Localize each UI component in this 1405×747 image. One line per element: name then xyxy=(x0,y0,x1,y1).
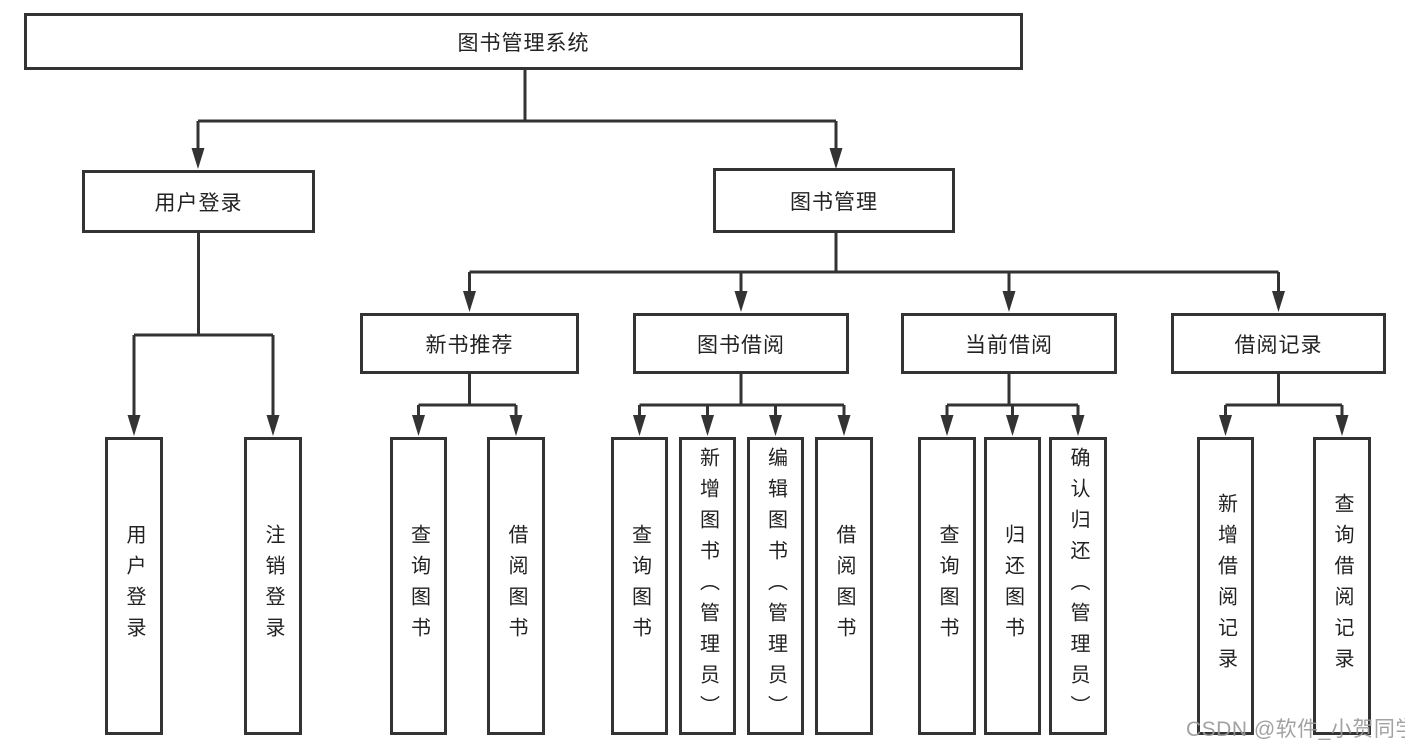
node-user-login-label: 用户登录 xyxy=(154,191,243,215)
node-book-borrow-label: 图书借阅 xyxy=(697,333,785,357)
node-borrow-records-label: 借阅记录 xyxy=(1234,333,1323,357)
leaf-borrow-query-book-label: 查询图书 xyxy=(628,524,651,648)
node-new-book-recommend-label: 新书推荐 xyxy=(425,333,514,357)
csdn-watermark: CSDN @软件_小贺同学 xyxy=(1186,718,1405,741)
node-root-library-management-system: 图书管理系统 xyxy=(24,13,1023,70)
node-book-borrow: 图书借阅 xyxy=(633,313,849,374)
leaf-current-confirm-return-admin: 确认归还（管理员） xyxy=(1049,437,1107,735)
leaf-current-query-book: 查询图书 xyxy=(918,437,976,735)
leaf-user-login: 用户登录 xyxy=(105,437,163,735)
node-current-borrow-label: 当前借阅 xyxy=(965,333,1053,357)
leaf-recommend-borrow-book: 借阅图书 xyxy=(487,437,545,735)
leaf-borrow-add-book-admin: 新增图书（管理员） xyxy=(679,437,736,735)
leaf-logout: 注销登录 xyxy=(244,437,302,735)
leaf-records-add-borrow-record: 新增借阅记录 xyxy=(1197,437,1254,735)
node-root-label: 图书管理系统 xyxy=(457,31,590,55)
leaf-borrow-edit-book-admin-label: 编辑图书（管理员） xyxy=(764,446,787,726)
leaf-recommend-query-book: 查询图书 xyxy=(390,437,447,735)
leaf-current-return-book-label: 归还图书 xyxy=(1001,524,1024,648)
leaf-recommend-borrow-book-label: 借阅图书 xyxy=(505,524,527,648)
leaf-borrow-borrow-book-label: 借阅图书 xyxy=(833,524,855,648)
leaf-current-query-book-label: 查询图书 xyxy=(936,524,958,648)
node-book-management-label: 图书管理 xyxy=(790,190,878,214)
leaf-user-login-label: 用户登录 xyxy=(123,524,145,648)
leaf-borrow-borrow-book: 借阅图书 xyxy=(815,437,873,735)
leaf-borrow-query-book: 查询图书 xyxy=(611,437,668,735)
arrowhead-icons xyxy=(127,148,1349,436)
leaf-logout-label: 注销登录 xyxy=(262,524,284,648)
node-user-login: 用户登录 xyxy=(82,170,315,233)
leaf-current-confirm-return-admin-label: 确认归还（管理员） xyxy=(1067,446,1089,726)
node-book-management: 图书管理 xyxy=(713,168,955,233)
leaf-records-query-borrow-record: 查询借阅记录 xyxy=(1313,437,1371,735)
node-current-borrow: 当前借阅 xyxy=(901,313,1117,374)
leaf-records-query-borrow-record-label: 查询借阅记录 xyxy=(1331,493,1353,679)
node-borrow-records: 借阅记录 xyxy=(1171,313,1386,374)
leaf-current-return-book: 归还图书 xyxy=(984,437,1041,735)
leaf-recommend-query-book-label: 查询图书 xyxy=(407,524,430,648)
node-new-book-recommend: 新书推荐 xyxy=(360,313,579,374)
leaf-borrow-add-book-admin-label: 新增图书（管理员） xyxy=(696,446,719,726)
leaf-borrow-edit-book-admin: 编辑图书（管理员） xyxy=(747,437,804,735)
connector-shafts xyxy=(132,69,1344,428)
leaf-records-add-borrow-record-label: 新增借阅记录 xyxy=(1214,493,1237,679)
